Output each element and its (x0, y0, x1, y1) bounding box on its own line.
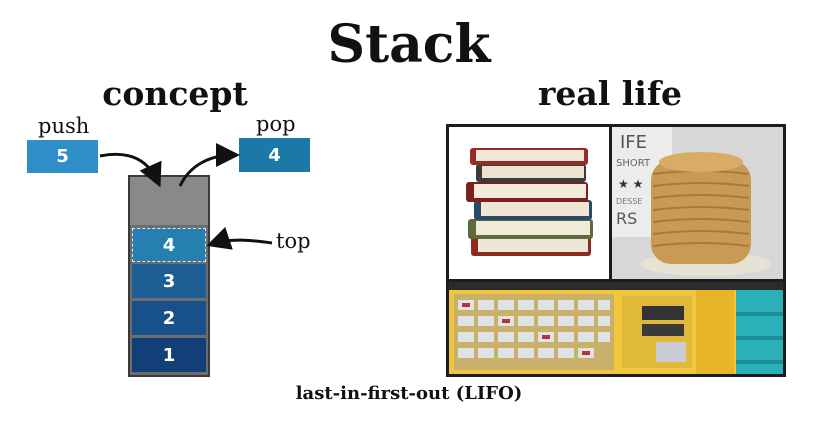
pop-label: pop (256, 112, 296, 136)
pop-arrow (178, 143, 240, 187)
control-panel-photo (449, 282, 783, 374)
real-life-heading: real life (537, 74, 683, 113)
stack-item: 2 (132, 301, 206, 335)
push-arrow (99, 152, 162, 188)
top-arrow (206, 226, 273, 250)
svg-text:RS: RS (616, 209, 637, 228)
top-label: top (276, 229, 311, 253)
books-photo (449, 127, 609, 279)
stack-item: 3 (132, 264, 206, 298)
stack-item-top: 4 (132, 228, 206, 262)
real-life-photos: IFE SHORT ★ ★ DESSE RS (446, 124, 786, 377)
svg-text:★ ★: ★ ★ (618, 177, 643, 191)
svg-text:DESSE: DESSE (616, 197, 642, 206)
push-value-box: 5 (27, 140, 98, 173)
page-title: Stack (327, 14, 491, 75)
pancakes-photo: IFE SHORT ★ ★ DESSE RS (612, 127, 783, 279)
concept-heading: concept (102, 74, 248, 113)
svg-text:SHORT: SHORT (616, 158, 651, 169)
pop-value-box: 4 (239, 138, 310, 172)
lifo-caption: last-in-first-out (LIFO) (295, 383, 523, 404)
svg-text:IFE: IFE (620, 132, 647, 153)
stack-item-bottom: 1 (132, 338, 206, 372)
push-label: push (38, 114, 90, 138)
